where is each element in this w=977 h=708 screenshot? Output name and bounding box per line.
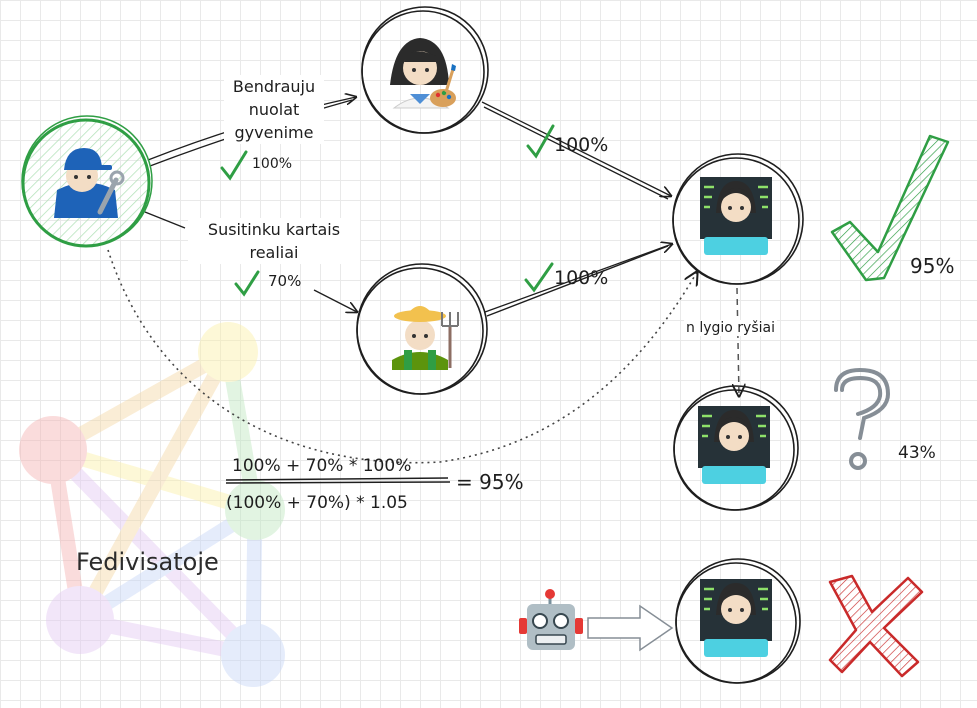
edge-farmer-tech [484, 244, 672, 317]
score-top: 95% [910, 254, 955, 278]
formula-result: = 95% [456, 470, 524, 494]
edge-artist-label: Bendrauju nuolat gyvenime [224, 75, 324, 144]
dashed-edge-tech-level [737, 287, 739, 396]
farmer-node[interactable] [356, 263, 488, 395]
formula-denominator: (100% + 70%) * 1.05 [226, 493, 408, 513]
artist-to-tech-pct: 100% [554, 134, 609, 156]
fediverse-caption: Fedivisatoje [76, 548, 219, 576]
big-check-icon [830, 134, 950, 282]
mechanic-emoji [54, 148, 125, 218]
cross-icon [828, 574, 924, 678]
edge-farmer-label: Susitinku kartais realiai [188, 218, 360, 264]
technologist-emoji [700, 177, 772, 255]
farmer-to-tech-pct: 100% [554, 267, 609, 289]
tech-node-bottom[interactable] [675, 558, 801, 684]
edge-mechanic-farmer [144, 211, 357, 312]
edge-farmer-line2: realiai [249, 243, 299, 262]
edge-artist-tech [481, 101, 671, 200]
check-icon [524, 262, 554, 293]
tech-node-mid[interactable] [673, 385, 799, 511]
edge-farmer-pct: 70% [268, 272, 302, 290]
check-icon [220, 150, 248, 181]
edge-farmer-line1: Susitinku kartais [207, 220, 341, 239]
artist-node[interactable] [361, 6, 489, 134]
farmer-emoji [392, 306, 459, 370]
question-mark-icon [834, 367, 891, 470]
formula-numerator: 100% + 70% * 100% [232, 456, 412, 476]
nth-level-label: n lygio ryšiai [684, 320, 777, 336]
technologist-emoji [698, 406, 770, 484]
check-icon [526, 124, 555, 159]
fediverse-logo [19, 322, 285, 687]
robot-emoji [519, 589, 583, 650]
edge-artist-line2: nuolat [248, 100, 300, 119]
edge-artist-line1: Bendrauju [232, 77, 316, 96]
tech-node-top[interactable] [672, 153, 804, 285]
check-icon [234, 270, 260, 297]
technologist-emoji [700, 579, 772, 657]
formula-fraction-bar [225, 477, 451, 484]
robot-arrow [587, 604, 674, 652]
score-mid: 43% [898, 443, 936, 463]
artist-emoji [390, 38, 456, 109]
edge-artist-line3: gyvenime [234, 123, 314, 142]
edge-artist-pct: 100% [252, 156, 293, 172]
